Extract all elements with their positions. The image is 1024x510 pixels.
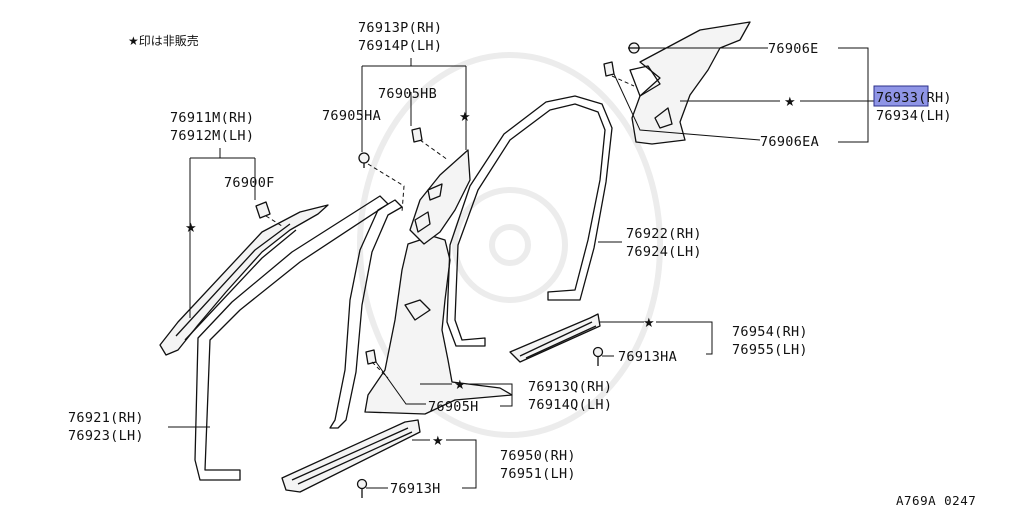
part-label-76954[interactable]: 76954(RH) xyxy=(732,324,808,340)
part-label-76914Q[interactable]: 76914Q(LH) xyxy=(528,397,612,413)
part-label-76906E[interactable]: 76906E xyxy=(768,41,819,57)
screw-76913HA xyxy=(592,346,604,366)
front-door-weatherstrip xyxy=(194,195,389,481)
star-mark: ★ xyxy=(185,221,197,236)
star-mark: ★ xyxy=(459,110,471,125)
leader-lines xyxy=(168,47,874,489)
clip-76905H xyxy=(365,349,377,365)
part-label-76921[interactable]: 76921(RH) xyxy=(68,410,144,426)
part-label-76933[interactable]: 76933(RH) xyxy=(876,90,952,106)
watermark-emblem xyxy=(357,52,663,438)
part-label-76913P[interactable]: 76913P(RH) xyxy=(358,20,442,36)
star-mark: ★ xyxy=(643,316,655,331)
center-pillar-garnish xyxy=(364,149,513,415)
clip-76906EA xyxy=(603,61,615,77)
selected-part-highlight[interactable] xyxy=(873,85,929,107)
part-label-76911M[interactable]: 76911M(RH) xyxy=(170,110,254,126)
star-mark: ★ xyxy=(784,95,796,110)
clip-76906E xyxy=(628,42,640,54)
part-label-76913Q[interactable]: 76913Q(RH) xyxy=(528,379,612,395)
part-label-76905HA[interactable]: 76905HA xyxy=(322,108,381,124)
rear-kicking-plate xyxy=(509,313,601,363)
front-pillar-garnish xyxy=(159,204,329,356)
part-label-76906EA[interactable]: 76906EA xyxy=(760,134,819,150)
part-label-76924[interactable]: 76924(LH) xyxy=(626,244,702,260)
diagram-code: A769A 0247 xyxy=(896,493,976,508)
non-sale-note: ★印は非販売 xyxy=(128,33,199,48)
part-label-76914P[interactable]: 76914P(LH) xyxy=(358,38,442,54)
part-label-76923[interactable]: 76923(LH) xyxy=(68,428,144,444)
part-label-76900F[interactable]: 76900F xyxy=(224,175,275,191)
star-mark: ★ xyxy=(454,378,466,393)
part-label-76934[interactable]: 76934(LH) xyxy=(876,108,952,124)
clip-76905HA xyxy=(358,152,370,168)
part-label-76912M[interactable]: 76912M(LH) xyxy=(170,128,254,144)
screw-76913H xyxy=(356,478,368,498)
rear-door-weatherstrip xyxy=(446,95,613,347)
assembly-lines xyxy=(265,75,635,379)
rear-pillar-garnish xyxy=(629,21,751,145)
part-label-76950[interactable]: 76950(RH) xyxy=(500,448,576,464)
star-mark: ★ xyxy=(432,434,444,449)
part-label-76955[interactable]: 76955(LH) xyxy=(732,342,808,358)
part-label-76905H[interactable]: 76905H xyxy=(428,399,479,415)
non-sale-stars: ★ ★ ★ ★ ★ ★ xyxy=(185,95,796,449)
part-label-76913H[interactable]: 76913H xyxy=(390,481,441,497)
part-label-76922[interactable]: 76922(RH) xyxy=(626,226,702,242)
front-kicking-plate xyxy=(281,419,421,493)
part-label-76905HB[interactable]: 76905HB xyxy=(378,86,437,102)
part-label-76913HA[interactable]: 76913HA xyxy=(618,349,677,365)
door-opening-trim xyxy=(329,199,403,429)
clip-76905HB xyxy=(411,127,423,143)
clip-76900F xyxy=(255,201,271,219)
part-label-76951[interactable]: 76951(LH) xyxy=(500,466,576,482)
